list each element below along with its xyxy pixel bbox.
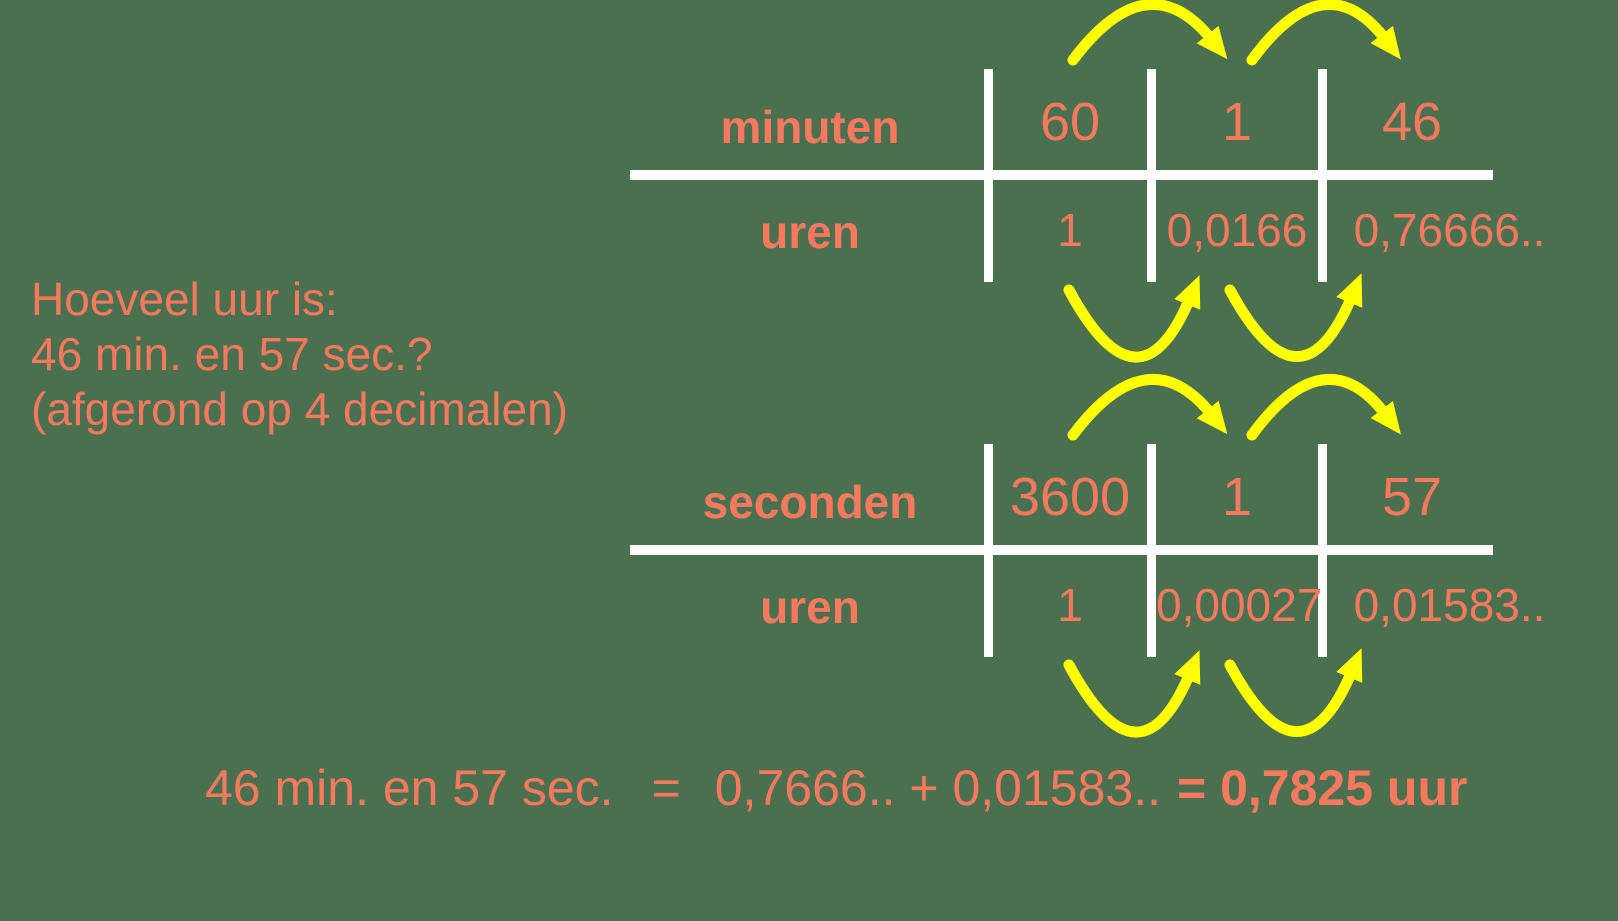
- table-horizontal-line: [630, 170, 1493, 180]
- question-block: Hoeveel uur is: 46 min. en 57 sec.? (afg…: [31, 272, 568, 437]
- table-divider-3: [1318, 69, 1327, 282]
- equation-result: = 0,7825 uur: [1177, 760, 1468, 816]
- equation: 46 min. en 57 sec. = 0,7666.. + 0,01583.. =…: [205, 757, 1467, 819]
- equals-sign: =: [651, 760, 681, 816]
- equation-sum: 0,7666.. + 0,01583..: [714, 760, 1161, 816]
- question-line-3: (afgerond op 4 decimalen): [31, 383, 568, 435]
- seconds-table: seconden uren 3600 1 57 1 0,00027 0,0158…: [0, 375, 1618, 725]
- seconds-value-1: 3600: [1009, 467, 1131, 527]
- hours-value-3: 0,76666..: [1353, 204, 1546, 256]
- question-line-2: 46 min. en 57 sec.?: [31, 328, 433, 380]
- seconds-value-2: 1: [1221, 467, 1253, 527]
- minutes-value-2: 1: [1221, 92, 1253, 152]
- hours-value-1: 1: [1057, 579, 1083, 631]
- minutes-table: minuten uren 60 1 46 1 0,0166 0,76666..: [0, 0, 1618, 350]
- question-line-1: Hoeveel uur is:: [31, 273, 338, 325]
- table-divider-3: [1318, 444, 1327, 657]
- equation-lhs: 46 min. en 57 sec.: [205, 760, 614, 816]
- hours-value-2: 0,0166: [1166, 204, 1308, 256]
- table-divider-2: [1147, 69, 1156, 282]
- table-divider-1: [984, 69, 993, 282]
- minutes-value-1: 60: [1039, 92, 1101, 152]
- hours-row-label: uren: [760, 206, 860, 258]
- seconds-row-label: seconden: [702, 476, 918, 528]
- minutes-value-3: 46: [1381, 92, 1443, 152]
- table-horizontal-line: [630, 545, 1493, 555]
- table-divider-1: [984, 444, 993, 657]
- hours-value-1: 1: [1057, 204, 1083, 256]
- hours-row-label: uren: [760, 581, 860, 633]
- minutes-row-label: minuten: [720, 101, 900, 153]
- seconds-value-3: 57: [1381, 467, 1443, 527]
- hours-value-3: 0,01583..: [1353, 579, 1546, 631]
- table-divider-2: [1147, 444, 1156, 657]
- hours-value-2: 0,00027: [1156, 579, 1323, 631]
